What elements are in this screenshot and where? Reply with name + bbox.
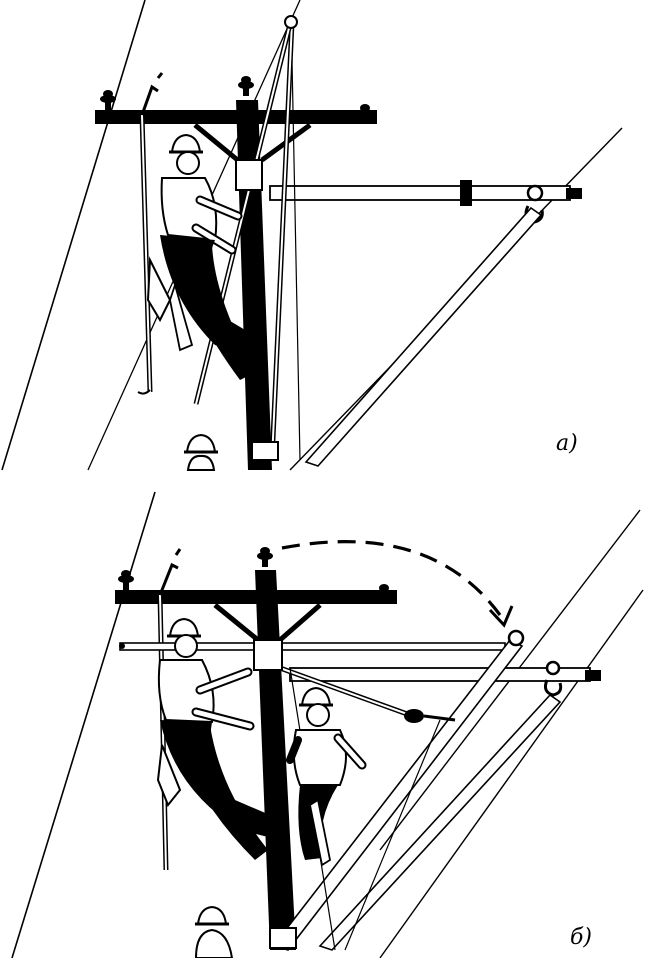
crossarm bbox=[115, 590, 397, 604]
pulley bbox=[404, 709, 424, 723]
ground-lineman bbox=[182, 433, 220, 471]
wire-left bbox=[11, 491, 156, 958]
crossarm-brace bbox=[213, 603, 260, 642]
panel-label-a: а) bbox=[556, 431, 578, 456]
pole-clamp bbox=[269, 927, 297, 949]
crossarm-brace bbox=[193, 123, 242, 164]
pole-clamp bbox=[253, 639, 283, 671]
lineman-on-pole bbox=[156, 617, 272, 860]
pole-top-insulator bbox=[257, 547, 273, 567]
rope bbox=[344, 719, 441, 951]
crossarm-insulator bbox=[118, 570, 134, 590]
auxiliary-arm bbox=[289, 660, 601, 697]
pole-clamp bbox=[251, 441, 279, 461]
support-stick bbox=[318, 693, 562, 951]
ground-lineman bbox=[193, 905, 234, 958]
stick-hook bbox=[137, 389, 151, 395]
support-stick-new bbox=[272, 629, 525, 951]
wire-right-lower bbox=[379, 589, 644, 958]
crossarm-insulator bbox=[100, 90, 116, 110]
wire-left bbox=[1, 0, 146, 471]
lineman-on-pole bbox=[146, 133, 262, 380]
panel-a: а) bbox=[1, 0, 623, 471]
stick-hook bbox=[140, 72, 164, 116]
panel-b: б) bbox=[11, 491, 644, 958]
crossarm bbox=[95, 110, 377, 124]
panel-label-b: б) bbox=[570, 925, 592, 950]
movement-arrow bbox=[281, 540, 502, 616]
crossarm-brace bbox=[278, 603, 322, 642]
lineman-right bbox=[286, 686, 367, 867]
stick-hook bbox=[158, 548, 182, 596]
support-stick bbox=[304, 206, 543, 467]
pole-clamp bbox=[235, 159, 263, 191]
arrow-head-icon bbox=[488, 605, 514, 628]
pole-top-insulator bbox=[238, 76, 254, 96]
